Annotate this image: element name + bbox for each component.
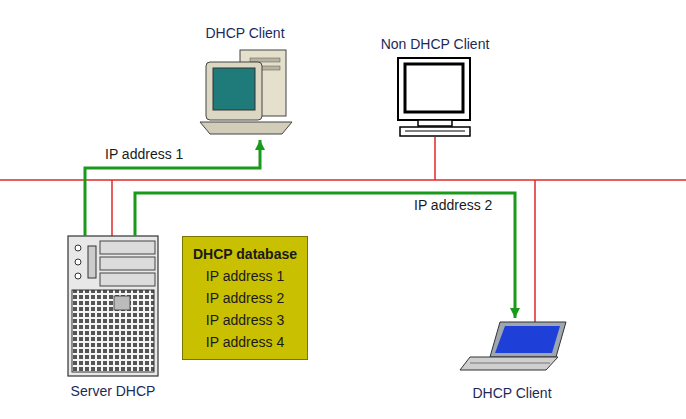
desktop-icon bbox=[200, 50, 292, 134]
bus-drop bbox=[534, 180, 536, 323]
bus-drop bbox=[111, 180, 113, 236]
monitor-icon bbox=[398, 58, 470, 136]
device-label: DHCP Client bbox=[205, 25, 284, 42]
edge-label: IP address 1 bbox=[103, 146, 185, 163]
laptop-icon bbox=[460, 322, 566, 370]
address-arrow bbox=[85, 140, 260, 236]
database-heading: DHCP database bbox=[193, 243, 297, 265]
network-bus bbox=[0, 179, 686, 181]
device-label: Server DHCP bbox=[71, 383, 156, 400]
address-entry: IP address 1 bbox=[206, 265, 284, 287]
address-entry: IP address 3 bbox=[206, 309, 284, 331]
client-node: Non DHCP Client bbox=[370, 36, 500, 137]
client-node: DHCP Client bbox=[452, 318, 572, 402]
bus-drop bbox=[434, 137, 436, 180]
database-box: DHCP databaseIP address 1IP address 2IP … bbox=[182, 236, 308, 360]
edge-label: IP address 2 bbox=[412, 197, 494, 214]
address-entry: IP address 4 bbox=[206, 331, 284, 353]
server-icon bbox=[68, 236, 158, 376]
address-entry: IP address 2 bbox=[206, 287, 284, 309]
device-label: DHCP Client bbox=[472, 385, 551, 402]
server-node: Server DHCP bbox=[62, 236, 164, 400]
client-node: DHCP Client bbox=[192, 25, 298, 140]
device-label: Non DHCP Client bbox=[381, 36, 490, 53]
